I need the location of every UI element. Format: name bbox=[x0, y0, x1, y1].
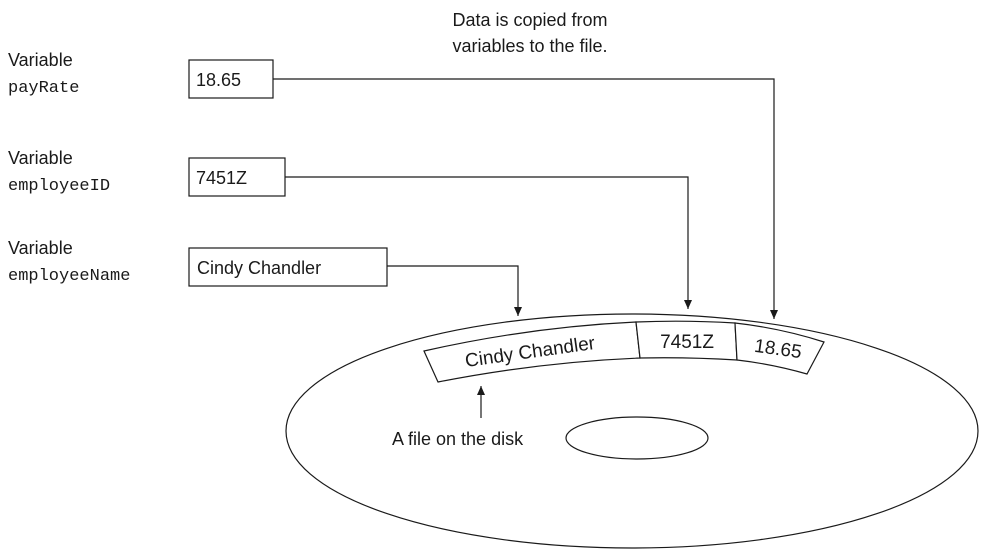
file-field-value: 7451Z bbox=[660, 332, 714, 353]
caption-line-2: variables to the file. bbox=[452, 36, 607, 56]
variable-value: Cindy Chandler bbox=[197, 258, 321, 278]
variable-value: 7451Z bbox=[196, 168, 247, 188]
variable-name: payRate bbox=[8, 79, 79, 98]
caption-line-1: Data is copied from bbox=[452, 10, 607, 30]
variable-employeename: Variable employeeName Cindy Chandler bbox=[8, 238, 388, 287]
disk-label: A file on the disk bbox=[392, 429, 524, 449]
file-record: Cindy Chandler 7451Z 18.65 bbox=[423, 320, 825, 383]
file-field-rate-segment bbox=[734, 322, 825, 375]
variable-name: employeeName bbox=[8, 267, 130, 286]
variable-value-box bbox=[188, 59, 274, 99]
disk-hole bbox=[565, 416, 709, 460]
variable-employeeid: Variable employeeID 7451Z bbox=[8, 148, 286, 197]
variable-label: Variable bbox=[8, 238, 73, 258]
variable-payrate: Variable payRate 18.65 bbox=[8, 50, 274, 99]
variable-name: employeeID bbox=[8, 177, 110, 196]
variable-label: Variable bbox=[8, 148, 73, 168]
variable-label: Variable bbox=[8, 50, 73, 70]
arrow-payrate-to-file bbox=[273, 78, 778, 319]
variable-value: 18.65 bbox=[196, 70, 241, 90]
arrow-employeeid-to-file bbox=[285, 176, 692, 309]
variable-value-box bbox=[188, 157, 286, 197]
arrow-employeename-to-file bbox=[387, 265, 522, 316]
variable-value-box bbox=[188, 247, 388, 287]
